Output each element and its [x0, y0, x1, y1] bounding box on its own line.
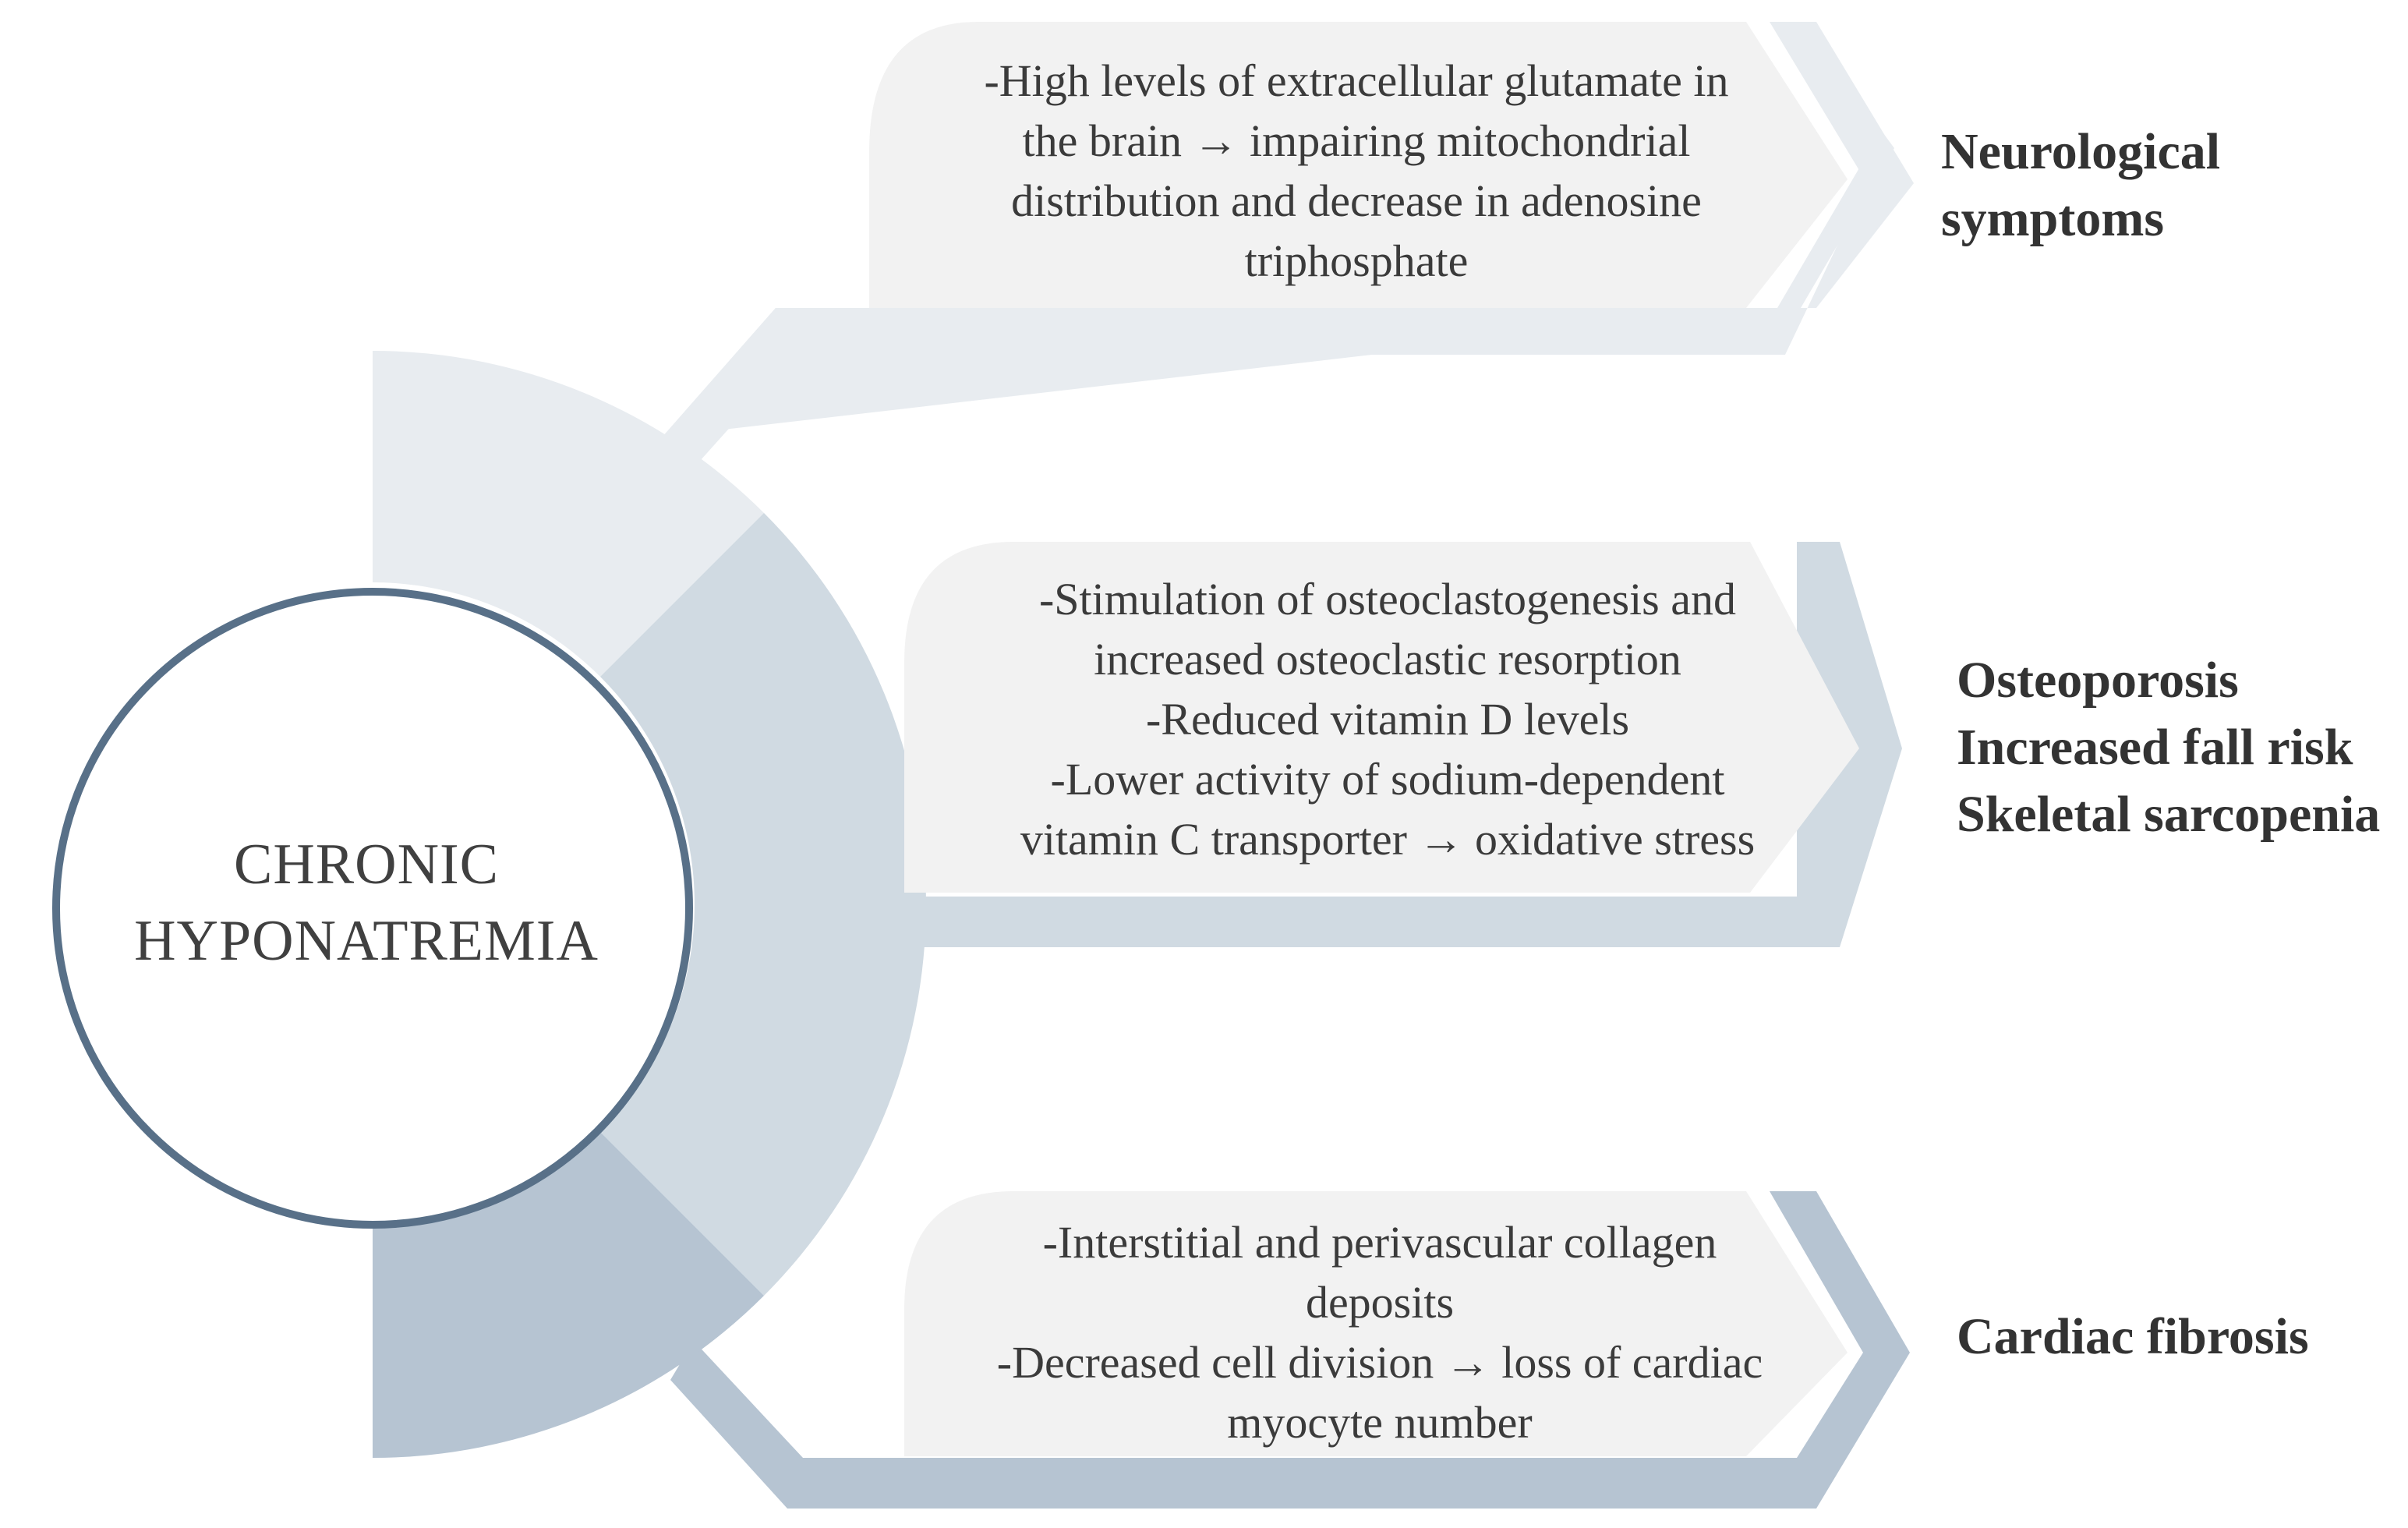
- outcome-line: symptoms: [1941, 190, 2165, 247]
- center-title-line: HYPONATREMIA: [134, 909, 599, 973]
- mechanism-line: the brain → impairing mitochondrial: [1022, 115, 1691, 166]
- outcome-line: Increased fall risk: [1957, 719, 2353, 776]
- ring-segment-bottom: [373, 1132, 764, 1458]
- center-title-line: CHRONIC: [233, 833, 500, 897]
- bottom-arrow-band: [670, 1191, 1910, 1509]
- ring-segment-top: [373, 351, 764, 677]
- box-cardiac: [904, 1191, 1848, 1456]
- mechanism-line: increased osteoclastic resorption: [1094, 634, 1681, 684]
- outcome-line: Osteoporosis: [1957, 652, 2239, 709]
- middle-arrow-band: [842, 542, 1902, 947]
- mechanism-line: distribution and decrease in adenosine: [1011, 175, 1702, 226]
- outcome-line: Neurological: [1941, 123, 2221, 180]
- mechanism-line: vitamin C transporter → oxidative stress: [1020, 814, 1756, 865]
- mechanism-line: -High levels of extracellular glutamate …: [984, 55, 1729, 106]
- outcome-line: Skeletal sarcopenia: [1957, 786, 2381, 843]
- box-bone: [904, 542, 1859, 893]
- outcome-neurological: Neurological symptoms: [1941, 118, 2220, 253]
- outcome-line: Cardiac fibrosis: [1957, 1308, 2309, 1365]
- mechanism-line: -Reduced vitamin D levels: [1145, 694, 1630, 745]
- mechanism-line: myocyte number: [1227, 1397, 1533, 1448]
- ring-segment-middle: [600, 513, 926, 1296]
- mechanism-text-neurological: -High levels of extracellular glutamate …: [904, 51, 1809, 291]
- mechanism-line: -Lower activity of sodium-dependent: [1050, 754, 1725, 805]
- outcome-cardiac: Cardiac fibrosis: [1957, 1303, 2309, 1371]
- outcome-bone: Osteoporosis Increased fall risk Skeleta…: [1957, 647, 2380, 848]
- mechanism-text-cardiac: -Interstitial and perivascular collagen …: [935, 1212, 1824, 1452]
- mechanism-line: -Interstitial and perivascular collagen: [1042, 1217, 1717, 1268]
- mechanism-line: triphosphate: [1244, 235, 1469, 286]
- mechanism-line: -Decreased cell division → loss of cardi…: [996, 1337, 1763, 1388]
- center-title: CHRONIC HYPONATREMIA: [109, 826, 624, 979]
- mechanism-text-bone: -Stimulation of osteoclastogenesis and i…: [935, 569, 1840, 869]
- center-circle: [52, 588, 693, 1229]
- mechanism-line: deposits: [1305, 1277, 1455, 1328]
- box-neurological: [869, 22, 1848, 308]
- mechanism-line: -Stimulation of osteoclastogenesis and: [1038, 574, 1736, 624]
